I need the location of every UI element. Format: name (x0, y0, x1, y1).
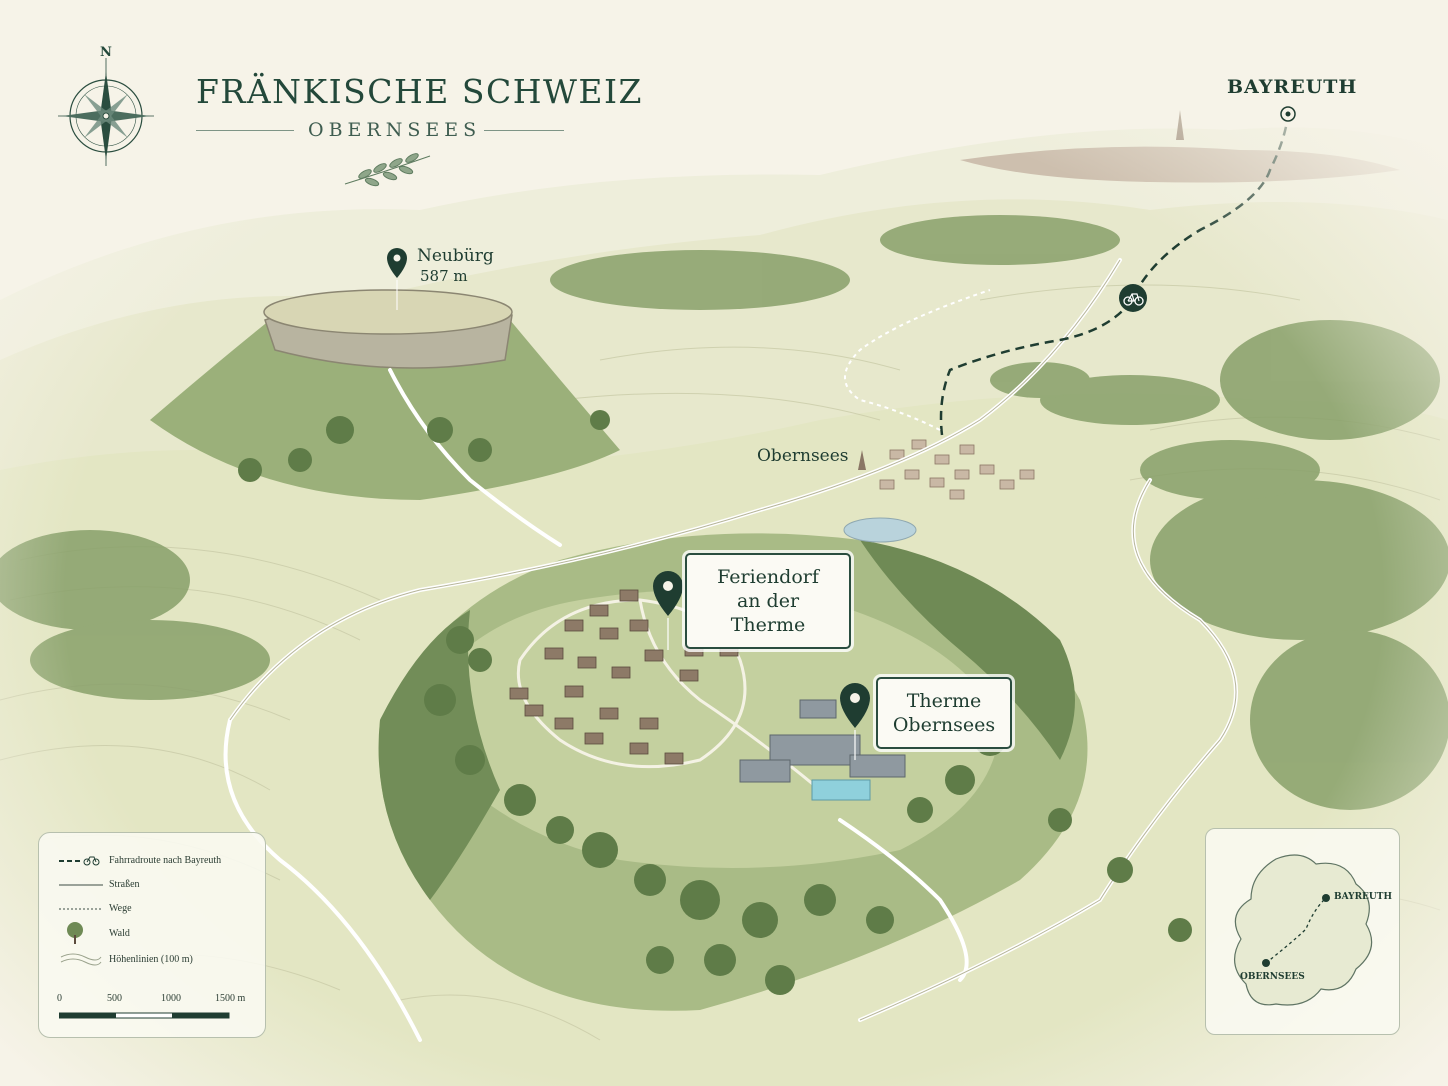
scale-label-500: 500 (107, 993, 122, 1004)
feriendorf-pin-icon[interactable] (653, 571, 683, 650)
scale-label-1000: 1000 (161, 993, 181, 1004)
neuburg-label: Neubürg (417, 246, 494, 266)
scale-bar (59, 1012, 230, 1019)
legend-label-forest: Wald (109, 928, 130, 939)
therme-pin-icon[interactable] (840, 683, 870, 760)
inset-obernsees-dot (1262, 959, 1270, 967)
locator-inset: BAYREUTH OBERNSEES (1205, 828, 1400, 1035)
legend-contour-icon (60, 953, 102, 966)
legend-tree-icon (67, 922, 83, 944)
map-legend: Fahrradroute nach Bayreuth Straßen Wege … (38, 832, 266, 1038)
bicycle-icon[interactable] (1119, 284, 1147, 312)
legend-label-roads: Straßen (109, 879, 140, 890)
scale-label-1500: 1500 m (215, 993, 246, 1004)
neuburg-pin-icon[interactable] (387, 248, 407, 310)
inset-bayreuth-dot (1322, 894, 1330, 902)
scale-label-0: 0 (57, 993, 62, 1004)
legend-label-bicycle-route: Fahrradroute nach Bayreuth (109, 855, 222, 866)
legend-label-paths: Wege (109, 903, 132, 914)
bayreuth-label: BAYREUTH (1227, 76, 1358, 98)
feriendorf-callout-line2: an der Therme (730, 590, 806, 636)
bayreuth-marker-icon[interactable] (1280, 106, 1296, 122)
feriendorf-callout[interactable]: Feriendorf an der Therme (685, 553, 851, 649)
laurel-ornament-icon (344, 153, 431, 187)
obernsees-label: Obernsees (757, 446, 849, 466)
map-subtitle: OBERNSEES (308, 119, 482, 141)
title-rule-left (196, 130, 294, 131)
feriendorf-callout-line1: Feriendorf (717, 566, 819, 588)
inset-bayreuth-label: BAYREUTH (1334, 892, 1392, 902)
neuburg-elevation: 587 m (420, 267, 468, 285)
legend-bicycle-route-icon (59, 856, 100, 866)
legend-label-contours: Höhenlinien (100 m) (109, 954, 193, 965)
therme-callout-line1: Therme (906, 690, 982, 712)
region-outline (1234, 854, 1373, 1006)
compass-rose-icon (58, 58, 154, 166)
legend-path-symbol (59, 908, 103, 910)
title-rule-right (484, 130, 564, 131)
map-title: FRÄNKISCHE SCHWEIZ (196, 72, 643, 111)
legend-road-symbol (59, 884, 103, 886)
therme-callout[interactable]: Therme Obernsees (876, 677, 1012, 749)
compass-north-label: N (100, 45, 112, 60)
therme-callout-line2: Obernsees (892, 714, 996, 736)
inset-obernsees-label: OBERNSEES (1240, 972, 1305, 982)
